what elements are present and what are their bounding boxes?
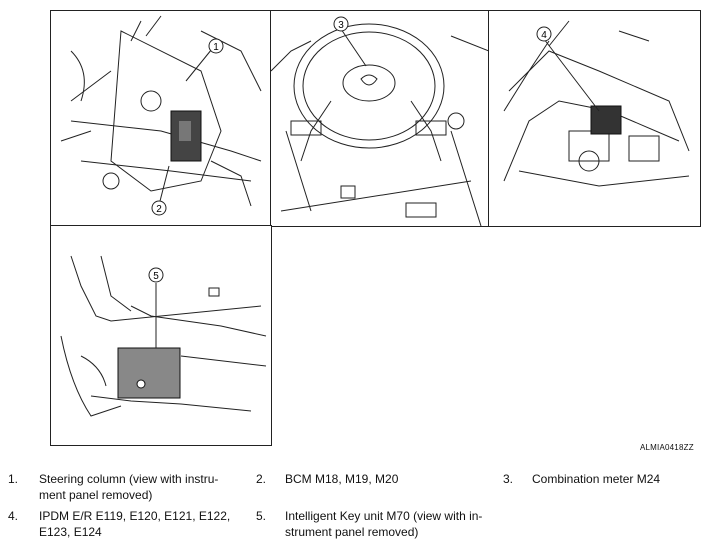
- callout-4: [536, 26, 552, 42]
- intelligent-key-unit-drawing: 5: [60, 255, 267, 417]
- callout-1-label: 1: [213, 42, 219, 53]
- callout-5: [148, 267, 164, 283]
- legend-item-5-line-2: strument panel removed): [285, 525, 419, 539]
- legend-item-4-line-2: E123, E124: [39, 525, 102, 539]
- legend-number-2: 2.: [256, 472, 267, 486]
- callout-3: [333, 16, 349, 32]
- callout-2: [151, 200, 167, 216]
- illustration-combination-meter: 3: [270, 10, 490, 227]
- legend-item-2-line-1: BCM M18, M19, M20: [285, 472, 399, 486]
- callout-1: [208, 38, 224, 54]
- legend-number-4: 4.: [8, 509, 19, 523]
- illustration-intelligent-key-unit: 5: [50, 225, 272, 446]
- legend-item-3: Combination meter M24: [532, 471, 660, 487]
- callout-3-label: 3: [338, 20, 344, 31]
- callout-4-label: 4: [541, 30, 547, 41]
- legend-item-3-line-1: Combination meter M24: [532, 472, 661, 486]
- legend-number-1: 1.: [8, 472, 19, 486]
- steering-wheel-drawing: 3: [271, 16, 489, 226]
- illustration-steering-column: 1 2: [50, 10, 272, 227]
- legend-item-4: IPDM E/R E119, E120, E121, E122, E123, E…: [39, 508, 230, 540]
- callout-5-label: 5: [153, 271, 159, 282]
- legend-item-5-line-1: Intelligent Key unit M70 (view with in-: [285, 509, 483, 523]
- legend-item-4-line-1: IPDM E/R E119, E120, E121, E122,: [39, 509, 231, 523]
- legend-item-2: BCM M18, M19, M20: [285, 471, 398, 487]
- legend-item-1-line-2: ment panel removed): [39, 488, 153, 502]
- illustration-engine-compartment: 4: [488, 10, 701, 227]
- legend-number-3: 3.: [503, 472, 514, 486]
- legend-item-5: Intelligent Key unit M70 (view with in- …: [285, 508, 482, 540]
- legend-item-1: Steering column (view with instru- ment …: [39, 471, 218, 503]
- engine-compartment-drawing: 4: [503, 20, 690, 187]
- legend-number-5: 5.: [256, 509, 267, 523]
- legend-item-1-line-1: Steering column (view with instru-: [39, 472, 219, 486]
- figure-code: ALMIA0418ZZ: [640, 443, 694, 452]
- steering-column-drawing: 1 2: [60, 15, 262, 216]
- callout-2-label: 2: [156, 204, 162, 215]
